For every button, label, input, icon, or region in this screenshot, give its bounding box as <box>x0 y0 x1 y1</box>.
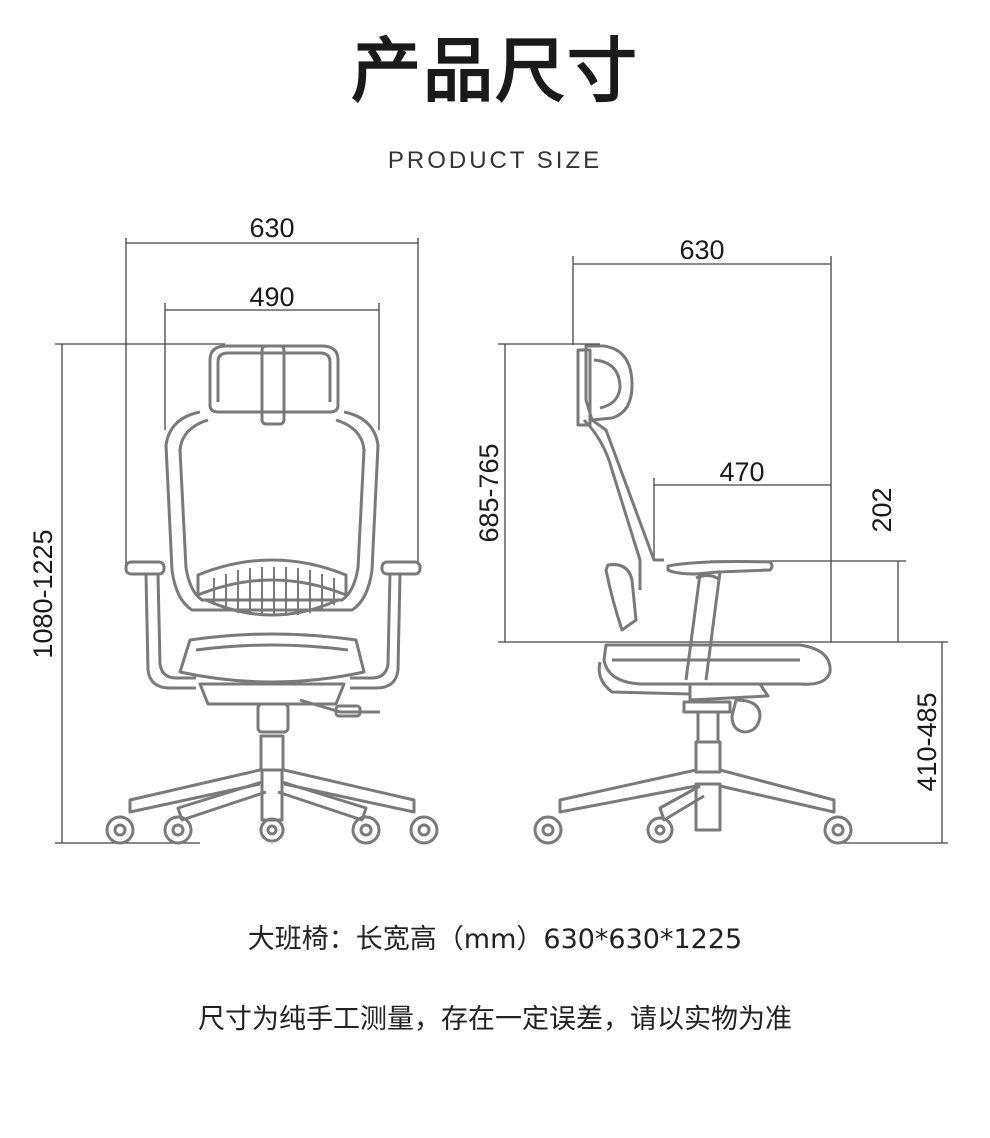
disclaimer-note: 尺寸为纯手工测量，存在一定误差，请以实物为准 <box>198 1004 792 1035</box>
spec-line: 大班椅：长宽高（mm）630*630*1225 <box>247 924 743 955</box>
side-view: 630 470 685-765 202 410-485 <box>474 235 948 845</box>
side-dimension-lines <box>498 256 948 844</box>
side-depth-label: 630 <box>679 235 724 265</box>
front-chair-drawing <box>105 344 439 845</box>
front-width-outer-label: 630 <box>249 213 294 243</box>
side-seat-height-label: 410-485 <box>912 692 942 791</box>
front-width-inner-label: 490 <box>249 282 294 312</box>
front-height-label: 1080-1225 <box>28 529 58 658</box>
side-chair-drawing <box>533 344 853 845</box>
side-back-height-label: 685-765 <box>474 443 504 542</box>
page-title: 产品尺寸 <box>351 30 639 112</box>
side-armrest-height-label: 202 <box>867 487 897 532</box>
side-seat-depth-label: 470 <box>719 457 764 487</box>
chair-dimension-diagram: 630 490 1080-1225 <box>28 213 948 845</box>
page-subtitle: PRODUCT SIZE <box>387 147 603 174</box>
front-view: 630 490 1080-1225 <box>28 213 439 845</box>
front-dimension-lines <box>55 238 419 844</box>
